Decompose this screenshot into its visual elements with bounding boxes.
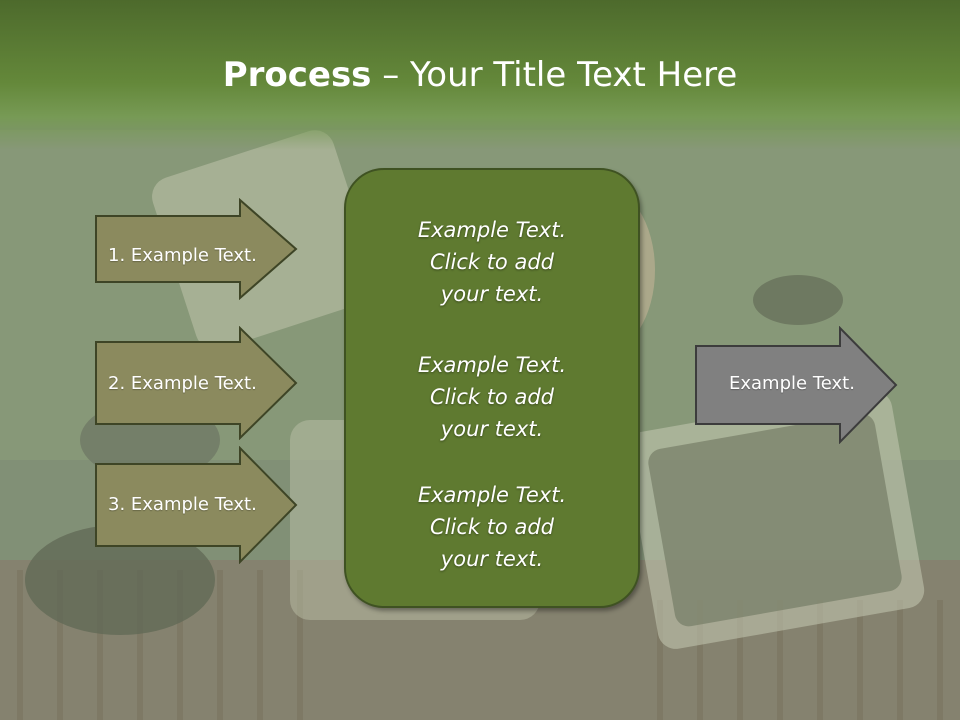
result-arrow-label: Example Text. <box>729 373 855 394</box>
title-bar <box>0 0 960 150</box>
center-text-block-3: Example Text. Click to add your text. <box>346 479 638 575</box>
block-3-line-2: Click to add <box>429 515 554 539</box>
result-arrow[interactable] <box>694 326 900 444</box>
block-1-line-2: Click to add <box>429 250 554 274</box>
step-3-label: 3. Example Text. <box>108 494 257 515</box>
slide-title[interactable]: Process – Your Title Text Here <box>0 52 960 98</box>
title-bold: Process <box>222 55 372 95</box>
block-2-line-1: Example Text. <box>417 353 567 377</box>
step-arrow-3[interactable] <box>94 446 300 564</box>
step-1-label: 1. Example Text. <box>108 245 257 266</box>
block-1-line-3: your text. <box>440 282 544 306</box>
step-2-label: 2. Example Text. <box>108 373 257 394</box>
center-text-box[interactable]: Example Text. Click to add your text. Ex… <box>344 168 640 608</box>
block-1-line-1: Example Text. <box>417 218 567 242</box>
title-rest: – Your Title Text Here <box>371 55 738 95</box>
step-arrow-1[interactable] <box>94 198 300 300</box>
step-arrow-2[interactable] <box>94 326 300 440</box>
center-text-block-1: Example Text. Click to add your text. <box>346 214 638 310</box>
block-3-line-1: Example Text. <box>417 483 567 507</box>
block-2-line-3: your text. <box>440 417 544 441</box>
block-2-line-2: Click to add <box>429 385 554 409</box>
block-3-line-3: your text. <box>440 547 544 571</box>
center-text-block-2: Example Text. Click to add your text. <box>346 349 638 445</box>
